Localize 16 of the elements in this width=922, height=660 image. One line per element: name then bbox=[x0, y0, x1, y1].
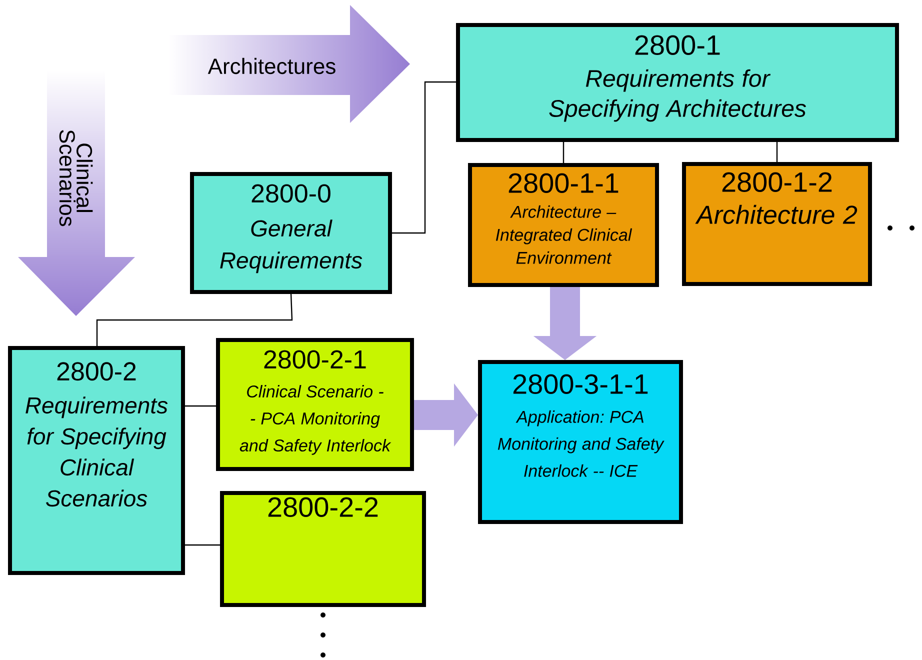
connector-line bbox=[184, 405, 217, 407]
spec-box: 2800-2-2 bbox=[220, 491, 426, 607]
spec-box: 2800-1-1 Architecture – Integrated Clinical Environment bbox=[468, 163, 659, 287]
arrow-label: Clinical Scenarios bbox=[59, 130, 93, 226]
connector-line bbox=[562, 141, 564, 164]
spec-box: 2800-1 Requirements for Specifying Architectures bbox=[456, 23, 899, 142]
spec-box: 2800-2-1 Clinical Scenario -- PCA Monitoring and Safety Interlock bbox=[216, 338, 414, 471]
spec-box: 2800-3-1-1 Application: PCA Monitoring and Safety Interlock -- ICE bbox=[478, 360, 683, 524]
connector-line bbox=[184, 544, 221, 546]
spec-box: 2800-2 Requirements for Specifying Clinical Scenarios bbox=[8, 346, 185, 575]
connector-line bbox=[776, 141, 778, 163]
arrow-label: Architectures bbox=[208, 58, 336, 74]
spec-box: 2800-1-2 Architecture 2 bbox=[682, 162, 872, 286]
connector-line bbox=[96, 293, 293, 347]
connector-line bbox=[391, 81, 457, 234]
spec-box: 2800-0 General Requirements bbox=[190, 172, 392, 294]
